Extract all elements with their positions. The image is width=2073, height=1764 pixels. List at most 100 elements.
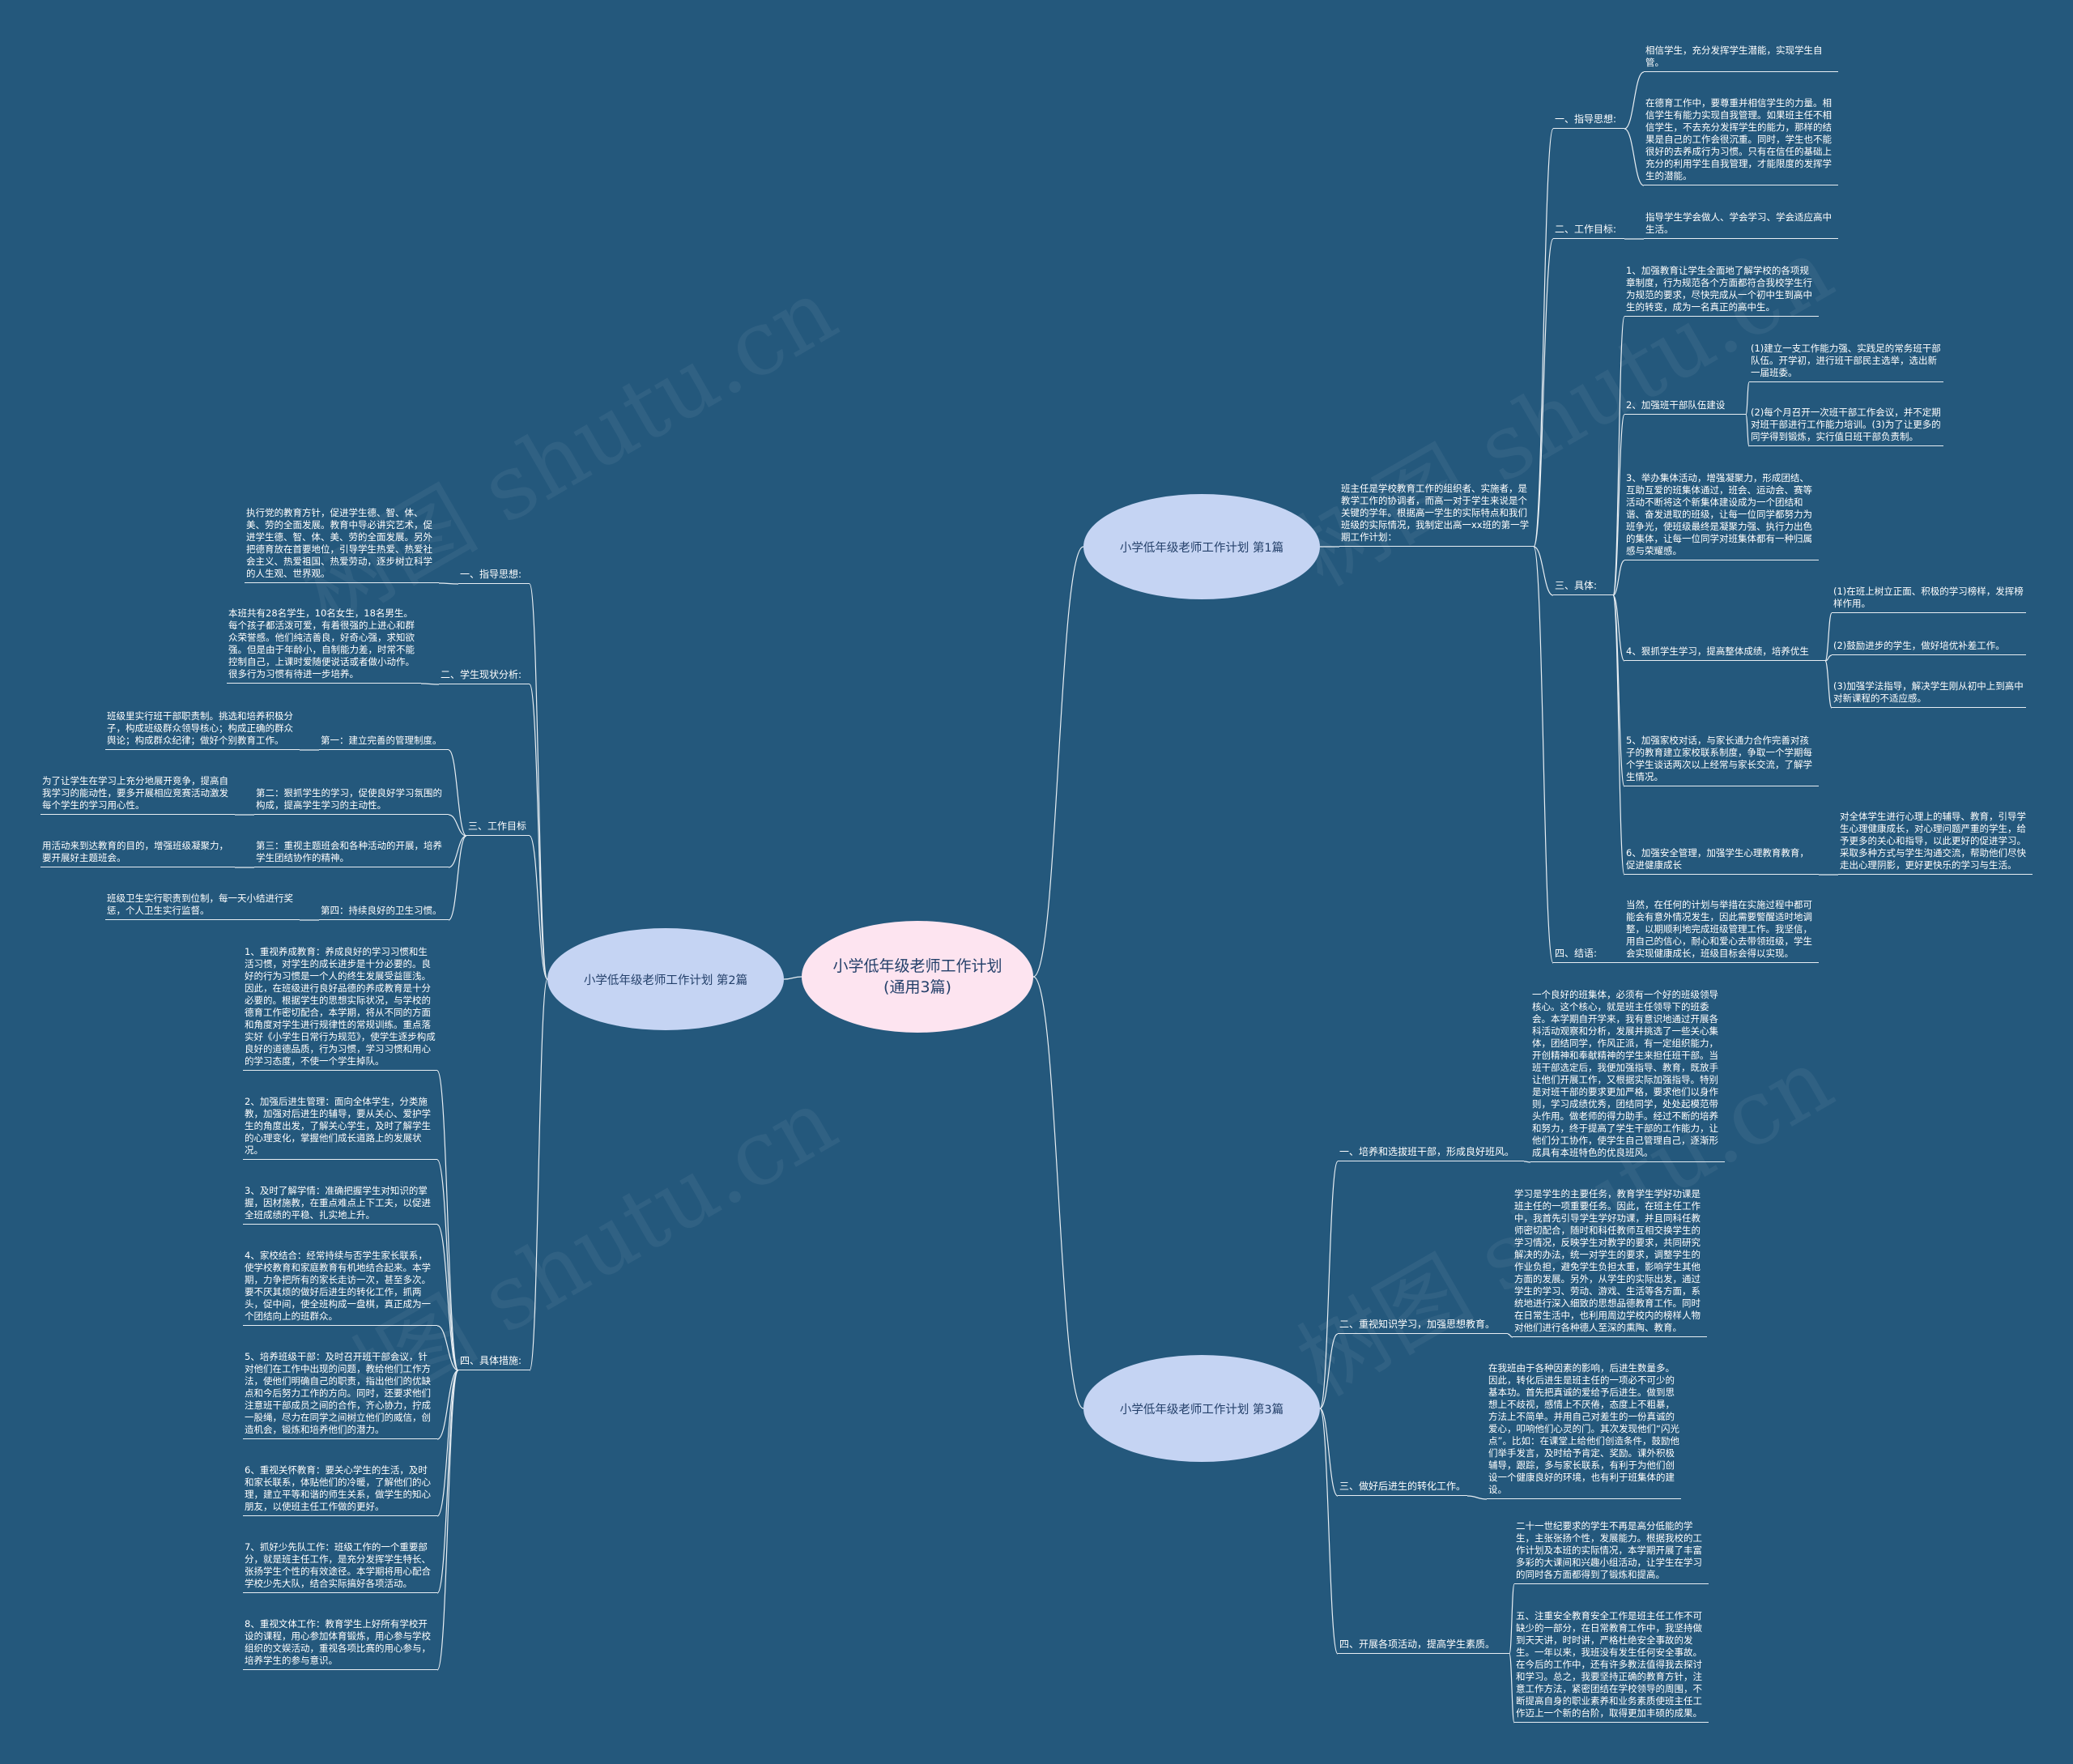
connector [1032,976,1084,1409]
root-title: 小学低年级老师工作计划(通用3篇) [832,957,1002,996]
b3-s3-t1: 在我班由于各种因素的影响，后进生数量多。因此，转化后进生是班主任的一项必不可少的… [1487,1362,1681,1499]
connector [1509,1653,1515,1724]
connector [1824,660,1832,709]
branch-2-title: 小学低年级老师工作计划 第2篇 [583,974,748,987]
connector [436,1370,459,1517]
connector [529,978,548,1371]
b2-s4-label[interactable]: 四、具体措施: [458,1355,530,1370]
connector [1319,1333,1339,1409]
branch-1-title: 小学低年级老师工作计划 第1篇 [1119,541,1284,555]
connector [1319,1408,1339,1497]
connector [1612,560,1625,596]
b1-s1-t1: 相信学生，充分发挥学生潜能，实现学生自管。 [1644,45,1838,72]
b1-s4-label[interactable]: 四、结语: [1553,948,1624,963]
connector [1612,594,1625,876]
connector [448,835,467,921]
b1-s2-label[interactable]: 二、工作目标: [1553,224,1624,239]
b2-s2-label[interactable]: 二、学生现状分析: [439,669,530,684]
b3-s1-label[interactable]: 一、培养和选拔班干部，形成良好班风。 [1338,1146,1524,1161]
connector [1533,546,1554,964]
b2-m5: 5、培养班级干部：及时召开班干部会议，针对他们在工作中出现的问题，教给他们工作方… [243,1351,437,1439]
root-node[interactable]: 小学低年级老师工作计划(通用3篇) [802,921,1033,1033]
connector [438,582,459,585]
b2-g1-label[interactable]: 第一：建立完善的管理制度。 [319,735,449,750]
connector [1612,316,1625,596]
b1-p2-a: (1)建立一支工作能力强、实践足的常务班干部队伍。开学初，进行班干部民主选举，选… [1749,343,1943,382]
b2-g1-t: 班级里实行班干部职责制。挑选和培养积极分子，构成班级群众领导核心；构成正确的群众… [105,710,300,750]
connector [1745,381,1750,415]
b3-s2-t1: 学习是学生的主要任务，教育学生学好功课是班主任的一项重要任务。因此，在班主任工作… [1513,1188,1707,1337]
b2-s1-label[interactable]: 一、指导思想: [458,569,530,584]
b3-s4-t2: 五、注重安全教育安全工作是班主任工作不可缺少的一部分，在日常教育工作中，我坚持做… [1514,1610,1709,1723]
connector [1824,612,1832,662]
b2-g2-label[interactable]: 第二：狠抓学生的学习，促使良好学习氛围的构成，提高学生学习的主动性。 [254,787,449,815]
b2-g3-label[interactable]: 第三：重视主题班会和各种活动的开展，培养学生团结协作的精神。 [254,840,449,867]
b2-m8: 8、重视文体工作：教育学生上好所有学校开设的课程，用心参加体育锻炼，用心参与学校… [243,1618,437,1670]
connector [1319,1408,1339,1655]
b3-s3-label[interactable]: 三、做好后进生的转化工作。 [1338,1481,1467,1496]
b1-p1: 1、加强教育让学生全面地了解学校的各项规章制度，行为规范各个方面都符合我校学生行… [1624,265,1819,317]
connector [448,814,467,837]
b2-m3: 3、及时了解学情：准确把握学生对知识的掌握，因材施教，在重点难点上下工夫，以促进… [243,1185,437,1225]
connector [1507,1333,1513,1338]
b3-s4-label[interactable]: 四、开展各项活动，提高学生素质。 [1338,1638,1509,1654]
b1-p5: 5、加强家校对话，与家长通力合作完善对孩子的教育建立家校联系制度，争取一个学期每… [1624,735,1819,786]
branch-1-node[interactable]: 小学低年级老师工作计划 第1篇 [1083,494,1320,599]
b2-g4-t: 班级卫生实行职责到位制，每一天小结进行奖惩，个人卫生实行监督。 [105,893,300,920]
b3-s4-t1: 二十一世纪要求的学生不再是高分低能的学生，主张张扬个性，发展能力。根据我校的工作… [1514,1520,1709,1584]
b2-g3-t: 用活动来到达教育的目的，增强班级凝聚力，要开展好主题班会。 [40,840,235,867]
connector [783,976,802,980]
connector [436,1370,459,1594]
b1-p4-a: (1)在班上树立正面、积极的学习榜样，发挥榜样作用。 [1832,586,2026,613]
connector [1533,546,1554,596]
connector [436,1224,459,1371]
b2-m1: 1、重视养成教育：养成良好的学习习惯和生活习惯，对学生的成长进步是十分必要的。良… [243,946,437,1071]
b2-m2: 2、加强后进生管理：面向全体学生，分类施教，加强对后进生的辅导，要从关心、爱护学… [243,1096,437,1160]
connector [1466,1495,1488,1500]
b1-s1-label[interactable]: 一、指导思想: [1553,113,1624,129]
b1-p4-b: (2)鼓励进步的学生，做好培优补差工作。 [1832,640,2026,655]
b1-s1-t2: 在德育工作中，要尊重并相信学生的力量。相信学生有能力实现自我管理。如果班主任不相… [1644,97,1838,185]
b2-m4: 4、家校结合：经常持续与否学生家长联系，使学校教育和家庭教育有机地结合起来。本学… [243,1250,437,1326]
b2-g4-label[interactable]: 第四：持续良好的卫生习惯。 [319,905,449,920]
connector [529,835,548,980]
b2-s1-t1: 执行党的教育方针，促进学生德、智、体、美、劳的全面发展。教育中导必讲究艺术，促进… [245,507,439,583]
branch-2-node[interactable]: 小学低年级老师工作计划 第2篇 [547,928,784,1030]
connector [1612,414,1625,596]
connector [1745,414,1750,447]
b3-s1-t1: 一个良好的班集体，必须有一个好的班级领导核心。这个核心，就是班主任领导下的班委会… [1530,989,1725,1162]
b2-s2-t1: 本班共有28名学生，10名女生，18名男生。每个孩子都活泼可爱，有着很强的上进心… [227,607,421,684]
connector [436,1370,459,1440]
b2-m6: 6、重视关怀教育：要关心学生的生活，及时和家长联系，体贴他们的冷暖，了解他们的心… [243,1464,437,1516]
branch-3-title: 小学低年级老师工作计划 第3篇 [1119,1403,1284,1417]
b2-s3-label[interactable]: 三、工作目标 [466,820,530,836]
connector [448,749,467,837]
connector [436,1070,459,1371]
b1-s3-label[interactable]: 三、具体: [1553,580,1613,595]
b1-p6-label[interactable]: 6、加强安全管理，加强学生心理教育教育，促进健康成长 [1624,847,1819,875]
b1-p6-a: 对全体学生进行心理上的辅导、教育，引导学生心理健康成长，对心理问题严重的学生，给… [1838,811,2033,875]
connector [1523,1161,1531,1163]
connector [436,1370,459,1671]
b3-s2-label[interactable]: 二、重视知识学习，加强思想教育。 [1338,1319,1508,1334]
connector [1824,654,1832,662]
b1-p4-label[interactable]: 4、狠抓学生学习，提高整体成绩，培养优生 [1624,646,1825,661]
b1-s2-t1: 指导学生学会做人、学会学习、学会适应高中生活。 [1644,211,1838,239]
connector [448,835,467,868]
b1-p4-c: (3)加强学法指导，解决学生刚从初中上到高中对新课程的不适应感。 [1832,680,2026,708]
connector [436,1159,459,1371]
connector [529,583,548,980]
b1-p2-label[interactable]: 2、加强班干部队伍建设 [1624,399,1746,415]
b2-g2-t: 为了让学生在学习上充分地展开竞争，提高自我学习的能动性，要多开展相应竞赛活动激发… [40,775,235,815]
connector [1624,128,1645,186]
branch-3-node[interactable]: 小学低年级老师工作计划 第3篇 [1083,1355,1320,1462]
connector [1533,238,1554,548]
b1-intro: 班主任是学校教育工作的组织者、实施者，是教学工作的协调者，而高一对于学生来说是个… [1339,483,1534,547]
connector [1509,1583,1515,1655]
b1-p2-b: (2)每个月召开一次班干部工作会议，并不定期对班干部进行工作能力培训。(3)为了… [1749,407,1943,446]
connector [1533,128,1554,548]
connector [1624,71,1645,130]
b2-m7: 7、抓好少先队工作：班级工作的一个重要部分，就是班主任工作，是充分发挥学生特长、… [243,1541,437,1593]
b1-s4-t1: 当然，在任何的计划与举措在实施过程中都可能会有意外情况发生，因此需要警醒适时地调… [1624,899,1819,963]
